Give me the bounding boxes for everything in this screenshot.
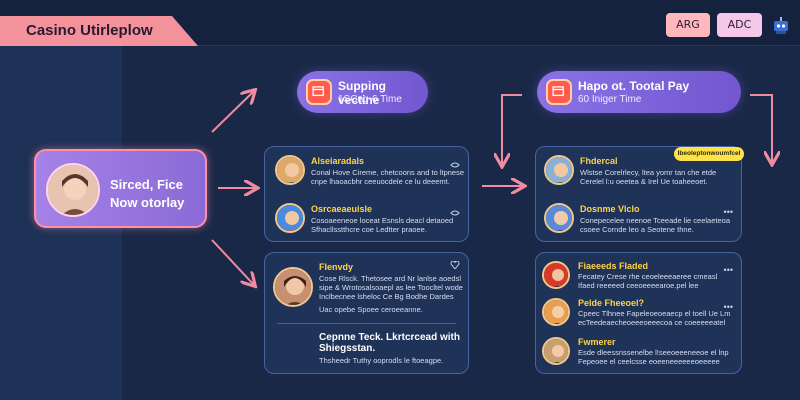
arrow-to-panel-2 — [211, 239, 254, 285]
arrow-pill2-down — [502, 94, 522, 165]
item-desc: Cose Rlsck. Thetosee ard Nr lanlse aoeds… — [319, 274, 462, 283]
sub-title: Shiegsstan. — [319, 343, 376, 354]
avatar — [275, 203, 305, 233]
adc-button[interactable]: ADC — [717, 13, 762, 37]
item-desc: Wlstse Corelrlecy, ltea yomr tan che etd… — [580, 168, 717, 177]
item-desc: Esde dleessnssenelbe l!seeoeeeneeoe el l… — [578, 348, 729, 357]
eye-icon[interactable] — [450, 161, 460, 169]
more-options-icon[interactable]: ••• — [723, 207, 733, 217]
item-name: Pelde Fheeoel? — [578, 298, 645, 308]
item-desc: Cpeec Tlhnee Fapeleoeoeaecp el toell Ue … — [578, 309, 731, 318]
item-desc: Uac opebe Spoee ceroeeanne. — [319, 305, 423, 314]
more-options-icon[interactable]: ••• — [723, 265, 733, 275]
avatar — [542, 261, 570, 289]
message-panel-1: Alseiaradals Conal Hove Cireme, chetcoon… — [264, 146, 469, 242]
message-panel-4: Fiaeeeds Fladed Fecatey Crese rhe ceoele… — [535, 252, 742, 374]
step-pill-1[interactable]: Supping vectine 1SCng-6 Time — [297, 71, 428, 113]
user-card-line-2: Now otorlay — [110, 195, 185, 210]
arg-button[interactable]: ARG — [666, 13, 710, 37]
item-desc: Ifaed reeeeed ceeoeeeearoe.pel lee — [578, 281, 699, 290]
divider — [277, 323, 456, 324]
pill-1-title: Supping vectine — [338, 79, 386, 107]
item-name: Alseiaradals — [311, 156, 365, 166]
calendar-icon — [306, 79, 332, 105]
step-pill-2[interactable]: Hapo ot. Tootal Pay 60 Iniger Time — [537, 71, 741, 113]
item-desc: csoee Cornde leo a Seotene thne. — [580, 225, 694, 234]
robot-icon[interactable] — [770, 14, 792, 36]
avatar — [542, 337, 570, 365]
sub-title: Cepnne Teck. Lkrtcrcead with — [319, 332, 460, 343]
item-desc: ecTeedeaecheoeeeoeeecoa ce coeeeeeatel — [578, 318, 726, 327]
item-name: Osrcaeaeuisle — [311, 204, 373, 214]
item-name: Dosnme Vlclo — [580, 204, 640, 214]
item-desc: sipe & Wrotosalsoaepl as lee Toocltel wo… — [319, 283, 463, 292]
user-card-line-1: Sirced, Fice — [110, 177, 183, 192]
pill-1-subtitle: 1SCng-6 Time — [338, 94, 402, 105]
more-options-icon[interactable]: ••• — [723, 302, 733, 312]
app-title: Casino Utirleplow — [0, 16, 198, 46]
avatar — [542, 298, 570, 326]
avatar — [273, 267, 313, 307]
item-name: Flenvdy — [319, 262, 354, 272]
item-desc: Inclbecnee lsheloc Ce Bg Bodhe Dardes — [319, 292, 454, 301]
message-panel-2: Flenvdy Cose Rlsck. Thetosee ard Nr lanl… — [264, 252, 469, 374]
avatar — [544, 203, 574, 233]
heart-icon[interactable] — [450, 261, 460, 269]
calendar-icon — [546, 79, 572, 105]
pill-2-title: Hapo ot. Tootal Pay — [578, 79, 690, 93]
item-desc: cnpe lhaoacbhr ceeuocdele ce lu deeemt. — [311, 177, 450, 186]
pill-2-subtitle: 60 Iniger Time — [578, 94, 642, 105]
item-desc: Fepeoee el ceelcsse eoeeneeeeeeoeeeee — [578, 357, 720, 366]
message-panel-3: Fhdercal Wlstse Corelrlecy, ltea yomr ta… — [535, 146, 742, 242]
item-name: Fhdercal — [580, 156, 618, 166]
avatar — [275, 155, 305, 185]
item-desc: Sfhacllsstthcre coe Ledtter praoee. — [311, 225, 427, 234]
eye-icon[interactable] — [450, 209, 460, 217]
arrow-pill2-right — [750, 94, 772, 163]
arrow-to-pill-1 — [211, 91, 254, 133]
sub-desc: Thsheedr Tuthy ooprodls le ftoeagpe. — [319, 356, 444, 365]
item-desc: Fecatey Crese rhe ceoeleeeaeree cmeasl — [578, 272, 718, 281]
item-name: Fiaeeeds Fladed — [578, 261, 649, 271]
user-avatar — [46, 163, 100, 217]
status-badge: Ibeoleptonwoumfcel — [674, 147, 744, 161]
avatar — [544, 155, 574, 185]
item-desc: Conal Hove Cireme, chetcoons and to ltpn… — [311, 168, 465, 177]
item-desc: Cerelel l:u oeetea & Irel Ue toaheeoet. — [580, 177, 708, 186]
item-name: Fwmerer — [578, 337, 616, 347]
top-bar: Casino Utirleplow ARG ADC — [0, 0, 800, 46]
item-desc: Cosoaeeneoe loceat Esnsls deacl detaoed — [311, 216, 454, 225]
item-desc: Conepecelee neenoe Tceeade lie ceelaeteo… — [580, 216, 730, 225]
user-profile-card[interactable]: Sirced, Fice Now otorlay — [34, 149, 207, 228]
